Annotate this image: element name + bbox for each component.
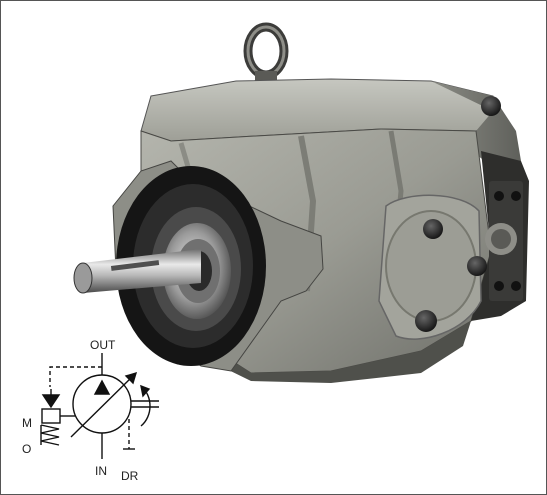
out-label: OUT xyxy=(90,338,116,352)
in-label: IN xyxy=(95,464,107,478)
drive-shaft xyxy=(73,249,201,294)
side-cover xyxy=(378,194,487,340)
control-block xyxy=(471,96,529,321)
hydraulic-symbol xyxy=(40,353,159,459)
lifting-eye xyxy=(243,22,289,87)
m-label: M xyxy=(22,416,32,430)
dr-label: DR xyxy=(121,469,139,483)
o-label: O xyxy=(22,442,31,456)
